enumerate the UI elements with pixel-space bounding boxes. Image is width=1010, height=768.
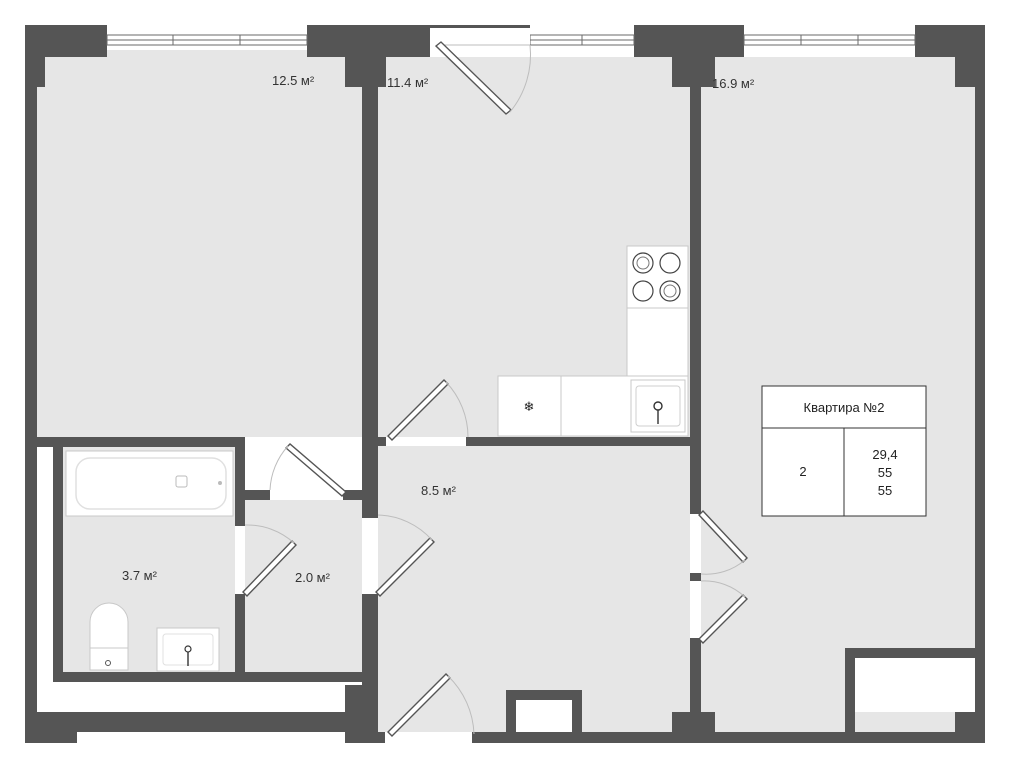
toilet-icon[interactable] bbox=[89, 602, 129, 671]
walls bbox=[25, 25, 985, 743]
door-entrance[interactable] bbox=[378, 673, 479, 743]
bathroom-fixtures bbox=[65, 450, 234, 672]
wall-corner-pillar-kitchen bbox=[378, 57, 386, 87]
wall-toilet-top bbox=[245, 490, 269, 500]
door-bathroom[interactable] bbox=[235, 519, 297, 601]
floor-bedroom-left-recess bbox=[37, 50, 362, 437]
info-value-1: 29,4 bbox=[872, 447, 897, 462]
area-kitchen: 11.4 м² bbox=[387, 75, 429, 90]
wall-bottom-left-notch bbox=[345, 685, 362, 743]
wall-bath-bottom bbox=[53, 672, 362, 682]
wall-corner-pillar-living bbox=[701, 57, 715, 87]
wall-bath-right-lower bbox=[235, 596, 245, 682]
wall-corner-living-bottom-left bbox=[701, 712, 715, 732]
area-living-room: 16.9 м² bbox=[712, 76, 755, 91]
wall-closet-bottom-right bbox=[955, 712, 975, 732]
wall-corner-pillar-left bbox=[37, 57, 45, 87]
floor-toilet[interactable] bbox=[245, 500, 362, 672]
wall-top-left bbox=[25, 25, 107, 57]
wall-right bbox=[975, 25, 985, 743]
fridge[interactable]: ❄ bbox=[497, 375, 562, 437]
wall-corner-pillar-living-right bbox=[955, 57, 975, 87]
area-toilet: 2.0 м² bbox=[295, 570, 331, 585]
area-labels: 12.5 м² 11.4 м² 16.9 м² 8.5 м² 3.7 м² 2.… bbox=[122, 73, 755, 585]
wall-corner-pillar-mid bbox=[345, 57, 362, 87]
wall-top-right bbox=[915, 25, 985, 57]
door-living-room[interactable] bbox=[690, 508, 748, 644]
wall-partition-1-bottom bbox=[362, 596, 378, 743]
floor-hallway[interactable] bbox=[378, 446, 690, 732]
apartment-title: Квартира №2 bbox=[804, 400, 885, 415]
wall-top-left-mid bbox=[307, 25, 430, 57]
wall-partition-2-bottom bbox=[690, 642, 701, 743]
stove-burners-icon bbox=[626, 245, 689, 309]
windows bbox=[106, 34, 916, 46]
wall-corner-hall-bottom-right bbox=[672, 712, 690, 732]
kitchen-fixtures: ❄ bbox=[497, 245, 689, 437]
closet-living-interior bbox=[855, 658, 975, 712]
wall-bath-left bbox=[53, 447, 63, 682]
area-hallway: 8.5 м² bbox=[421, 483, 457, 498]
sink-icon[interactable] bbox=[630, 379, 686, 433]
closet-hall-interior bbox=[516, 700, 572, 732]
info-value-3: 55 bbox=[878, 483, 892, 498]
wall-bottom-far-left bbox=[25, 732, 77, 743]
door-bedroom[interactable] bbox=[263, 443, 350, 500]
area-bedroom-left: 12.5 м² bbox=[272, 73, 315, 88]
wall-kitchen-hall bbox=[470, 437, 690, 446]
wall-partition-1-lower bbox=[362, 437, 378, 515]
rooms-count: 2 bbox=[799, 464, 806, 479]
wall-closet-frame bbox=[845, 648, 975, 658]
outside-strip-left bbox=[37, 447, 53, 712]
wall-bath-right bbox=[235, 447, 245, 525]
door-toilet[interactable] bbox=[362, 512, 435, 600]
doors bbox=[235, 379, 748, 743]
snowflake-icon: ❄ bbox=[524, 399, 535, 414]
door-kitchen[interactable] bbox=[378, 379, 472, 446]
wall-bath-top bbox=[37, 437, 245, 447]
area-bathroom: 3.7 м² bbox=[122, 568, 158, 583]
wall-top-mid bbox=[634, 25, 744, 57]
wall-corner-pillar-kitchen-right bbox=[672, 57, 690, 87]
wall-left bbox=[25, 25, 37, 743]
wall-partition-1 bbox=[362, 57, 378, 437]
bathroom-sink[interactable] bbox=[156, 627, 220, 672]
outside-strip-bottom bbox=[53, 682, 345, 712]
wall-partition-2 bbox=[690, 57, 701, 512]
wall-left-inner-strip bbox=[37, 712, 345, 732]
wall-bottom-right bbox=[701, 732, 985, 743]
wall-toilet-top-right bbox=[343, 490, 362, 500]
entrance-gap bbox=[77, 732, 345, 743]
balcony-door[interactable] bbox=[430, 25, 531, 115]
wall-bottom-mid bbox=[478, 732, 690, 743]
bathtub-icon[interactable] bbox=[65, 450, 234, 517]
info-value-2: 55 bbox=[878, 465, 892, 480]
apartment-info-box: Квартира №2 2 29,4 55 55 bbox=[761, 385, 927, 517]
wall-closet-left bbox=[845, 648, 855, 732]
